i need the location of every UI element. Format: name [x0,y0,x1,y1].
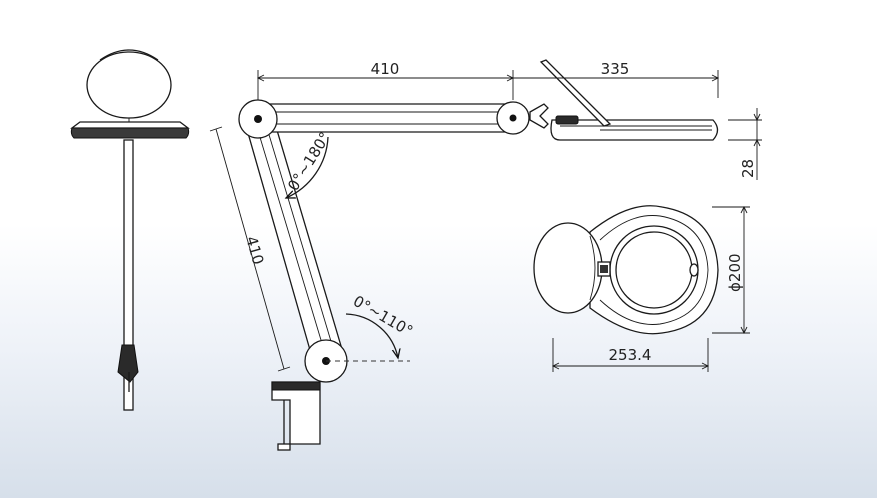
adjust-knob [529,103,549,129]
dim-head-thickness: 28 [739,159,757,178]
top-lens-cover [533,222,603,314]
upper-arm [257,103,513,133]
side-view [70,49,190,411]
dim-head-width: 253.4 [609,346,652,364]
dim-upper-arm: 410 [371,60,400,78]
top-view: ϕ200 253.4 [533,205,750,372]
side-head-rim [70,127,190,139]
top-lens-outer [609,225,699,315]
dim-lower-arm: 410 [242,234,267,266]
dim-head-length: 335 [601,60,630,78]
angle-label-upper: 0°~180° [284,129,334,194]
clamp-base [271,381,321,445]
side-lens-cover [86,51,172,119]
dim-lens-diameter: ϕ200 [726,253,744,292]
open-lens-cover [539,59,612,127]
side-pole [123,139,134,411]
side-clamp-knob [117,344,139,383]
